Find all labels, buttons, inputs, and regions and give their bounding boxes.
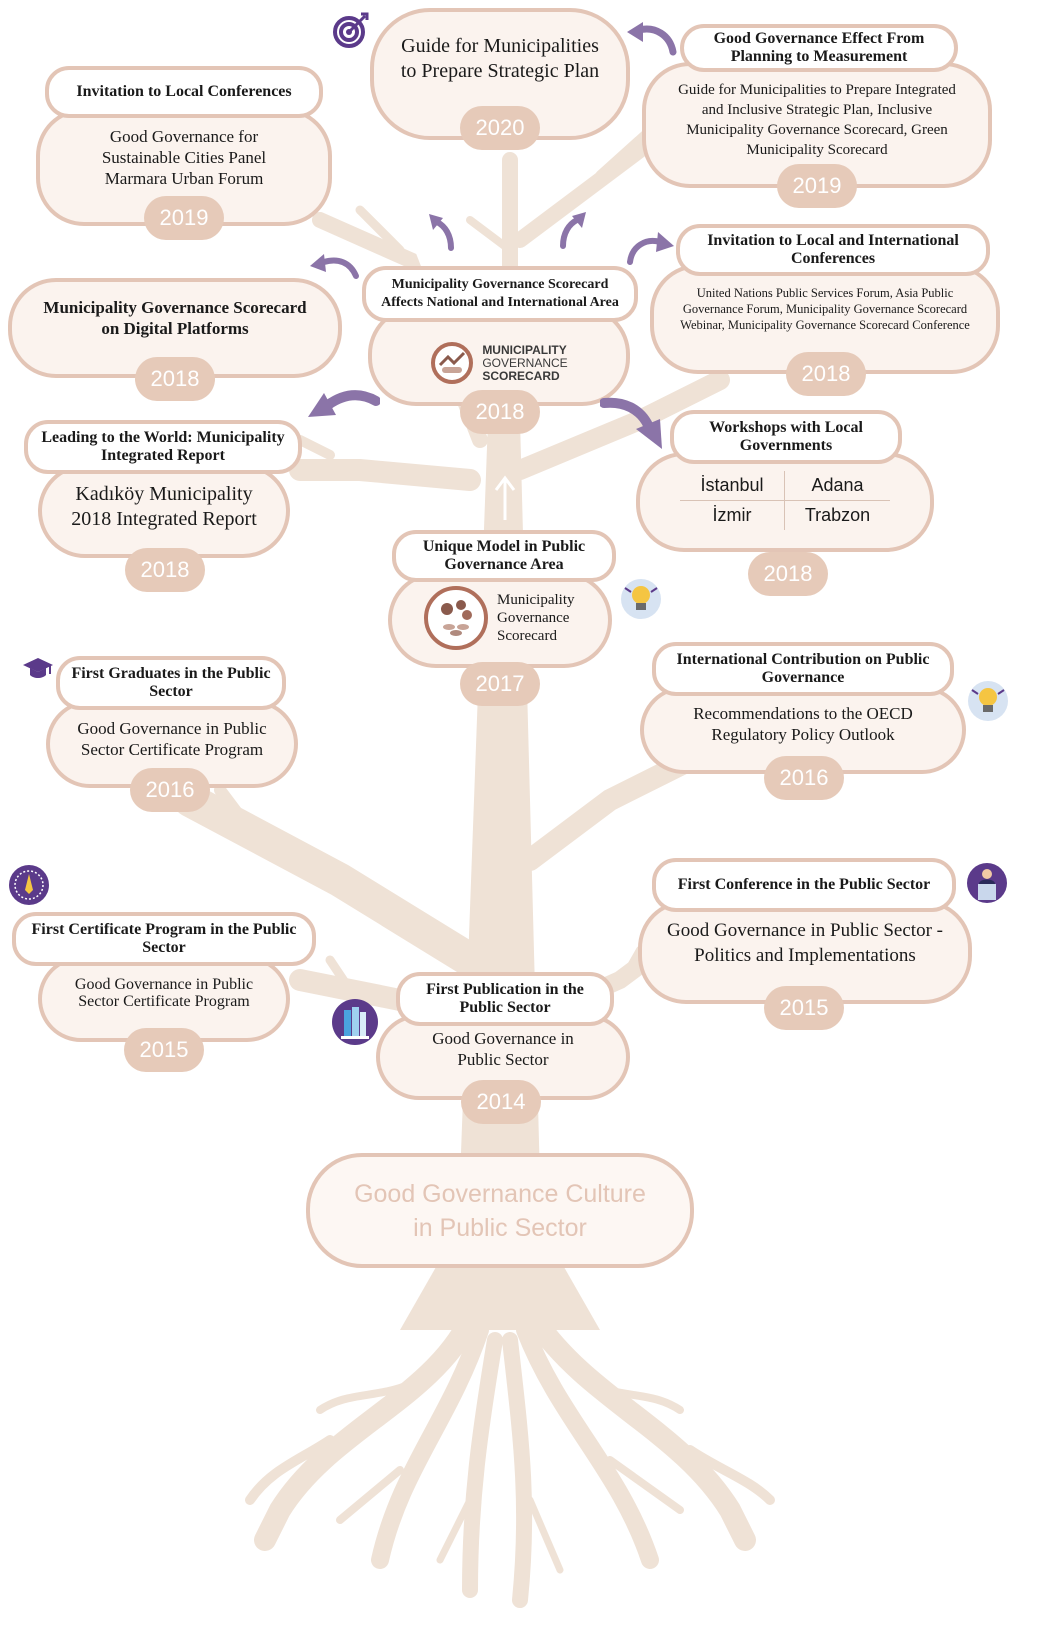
curved-arrow [310, 254, 359, 279]
card-title: First Graduates in the Public Sector [56, 656, 286, 710]
year-badge: 2016 [764, 756, 844, 800]
card-title: First Certificate Program in the Public … [12, 912, 316, 966]
speaker-podium-icon [967, 863, 1007, 903]
city-grid: İstanbul Adana İzmir Trabzon [680, 470, 890, 530]
card-title: Invitation to Local and International Co… [676, 224, 990, 276]
card-text: Guide for Municipalities to Prepare Inte… [678, 82, 956, 158]
card-title: Unique Model in Public Governance Area [392, 530, 616, 582]
curved-arrow [560, 212, 586, 249]
year-badge: 2018 [460, 390, 540, 434]
card-body: Municipality Governance Scorecard [388, 572, 612, 668]
city-label: Trabzon [804, 504, 871, 525]
lightbulb-icon [621, 579, 661, 619]
books-icon [332, 999, 378, 1045]
city-label: İstanbul [680, 470, 785, 501]
graduation-cap-icon [23, 658, 53, 678]
card-body: İstanbul Adana İzmir Trabzon [636, 452, 934, 552]
year-badge: 2018 [786, 352, 866, 396]
year-badge: 2015 [124, 1028, 204, 1072]
card-text: Municipality Governance Scorecard on Dig… [43, 298, 307, 338]
logo-line: GOVERNANCE [482, 355, 568, 370]
scorecard-logo: MUNICIPALITY GOVERNANCE SCORECARD [430, 341, 568, 385]
curved-arrow [429, 214, 454, 251]
card-text: Good Governance in Public Sector Certifi… [74, 976, 254, 1010]
city-label: İzmir [680, 500, 785, 530]
card-body: Kadıköy Municipality 2018 Integrated Rep… [38, 464, 290, 558]
curved-arrow [308, 390, 380, 417]
card-text: Recommendations to the OECD Regulatory P… [693, 704, 913, 744]
logo-line: MUNICIPALITY [482, 342, 567, 357]
card-body: MUNICIPALITY GOVERNANCE SCORECARD [368, 306, 630, 406]
year-badge: 2015 [764, 986, 844, 1030]
year-badge: 2019 [144, 196, 224, 240]
logo-line: SCORECARD [482, 368, 560, 383]
year-badge: 2018 [748, 552, 828, 596]
tree-root-caption: Good Governance Culture in Public Sector [306, 1153, 694, 1268]
card-text: United Nations Public Services Forum, As… [680, 286, 970, 332]
year-badge: 2016 [130, 768, 210, 812]
year-badge: 2018 [135, 357, 215, 401]
card-text: Good Governance in Public Sector Certifi… [77, 719, 267, 759]
card-title: International Contribution on Public Gov… [652, 642, 954, 696]
card-title: Invitation to Local Conferences [45, 66, 323, 118]
card-title: Leading to the World: Municipality Integ… [24, 420, 302, 474]
target-icon [333, 12, 369, 48]
curved-arrow [600, 397, 662, 449]
card-title: Workshops with Local Governments [670, 410, 902, 464]
card-text: Guide for Municipalities to Prepare Stra… [400, 35, 600, 82]
root-line: Good Governance Culture [354, 1179, 646, 1208]
card-text: Kadıköy Municipality 2018 Integrated Rep… [71, 483, 257, 530]
year-badge: 2017 [460, 662, 540, 706]
card-text: Good Governance in Public Sector [432, 1029, 574, 1069]
city-label: Adana [785, 471, 890, 501]
card-text: Good Governance for Sustainable Cities P… [101, 126, 267, 188]
certificate-pen-icon [9, 865, 49, 905]
root-line: in Public Sector [413, 1213, 587, 1242]
curved-arrow [627, 22, 677, 56]
card-title: First Publication in the Public Sector [396, 972, 614, 1026]
lightbulb-icon [968, 681, 1008, 721]
scorecard-model: Municipality Governance Scorecard [423, 585, 577, 651]
year-badge: 2018 [125, 548, 205, 592]
scorecard-logo-icon [431, 342, 474, 384]
year-badge: 2020 [460, 106, 540, 150]
card-title: Good Governance Effect From Planning to … [680, 24, 958, 72]
year-badge: 2014 [461, 1080, 541, 1124]
card-title: Municipality Governance Scorecard Affect… [362, 266, 638, 322]
gears-icon [424, 586, 488, 650]
card-text: Good Governance in Public Sector - Polit… [667, 920, 943, 966]
card-text: Municipality Governance Scorecard [497, 592, 575, 644]
curved-arrow [627, 232, 674, 265]
year-badge: 2019 [777, 164, 857, 208]
card-title: First Conference in the Public Sector [652, 858, 956, 912]
